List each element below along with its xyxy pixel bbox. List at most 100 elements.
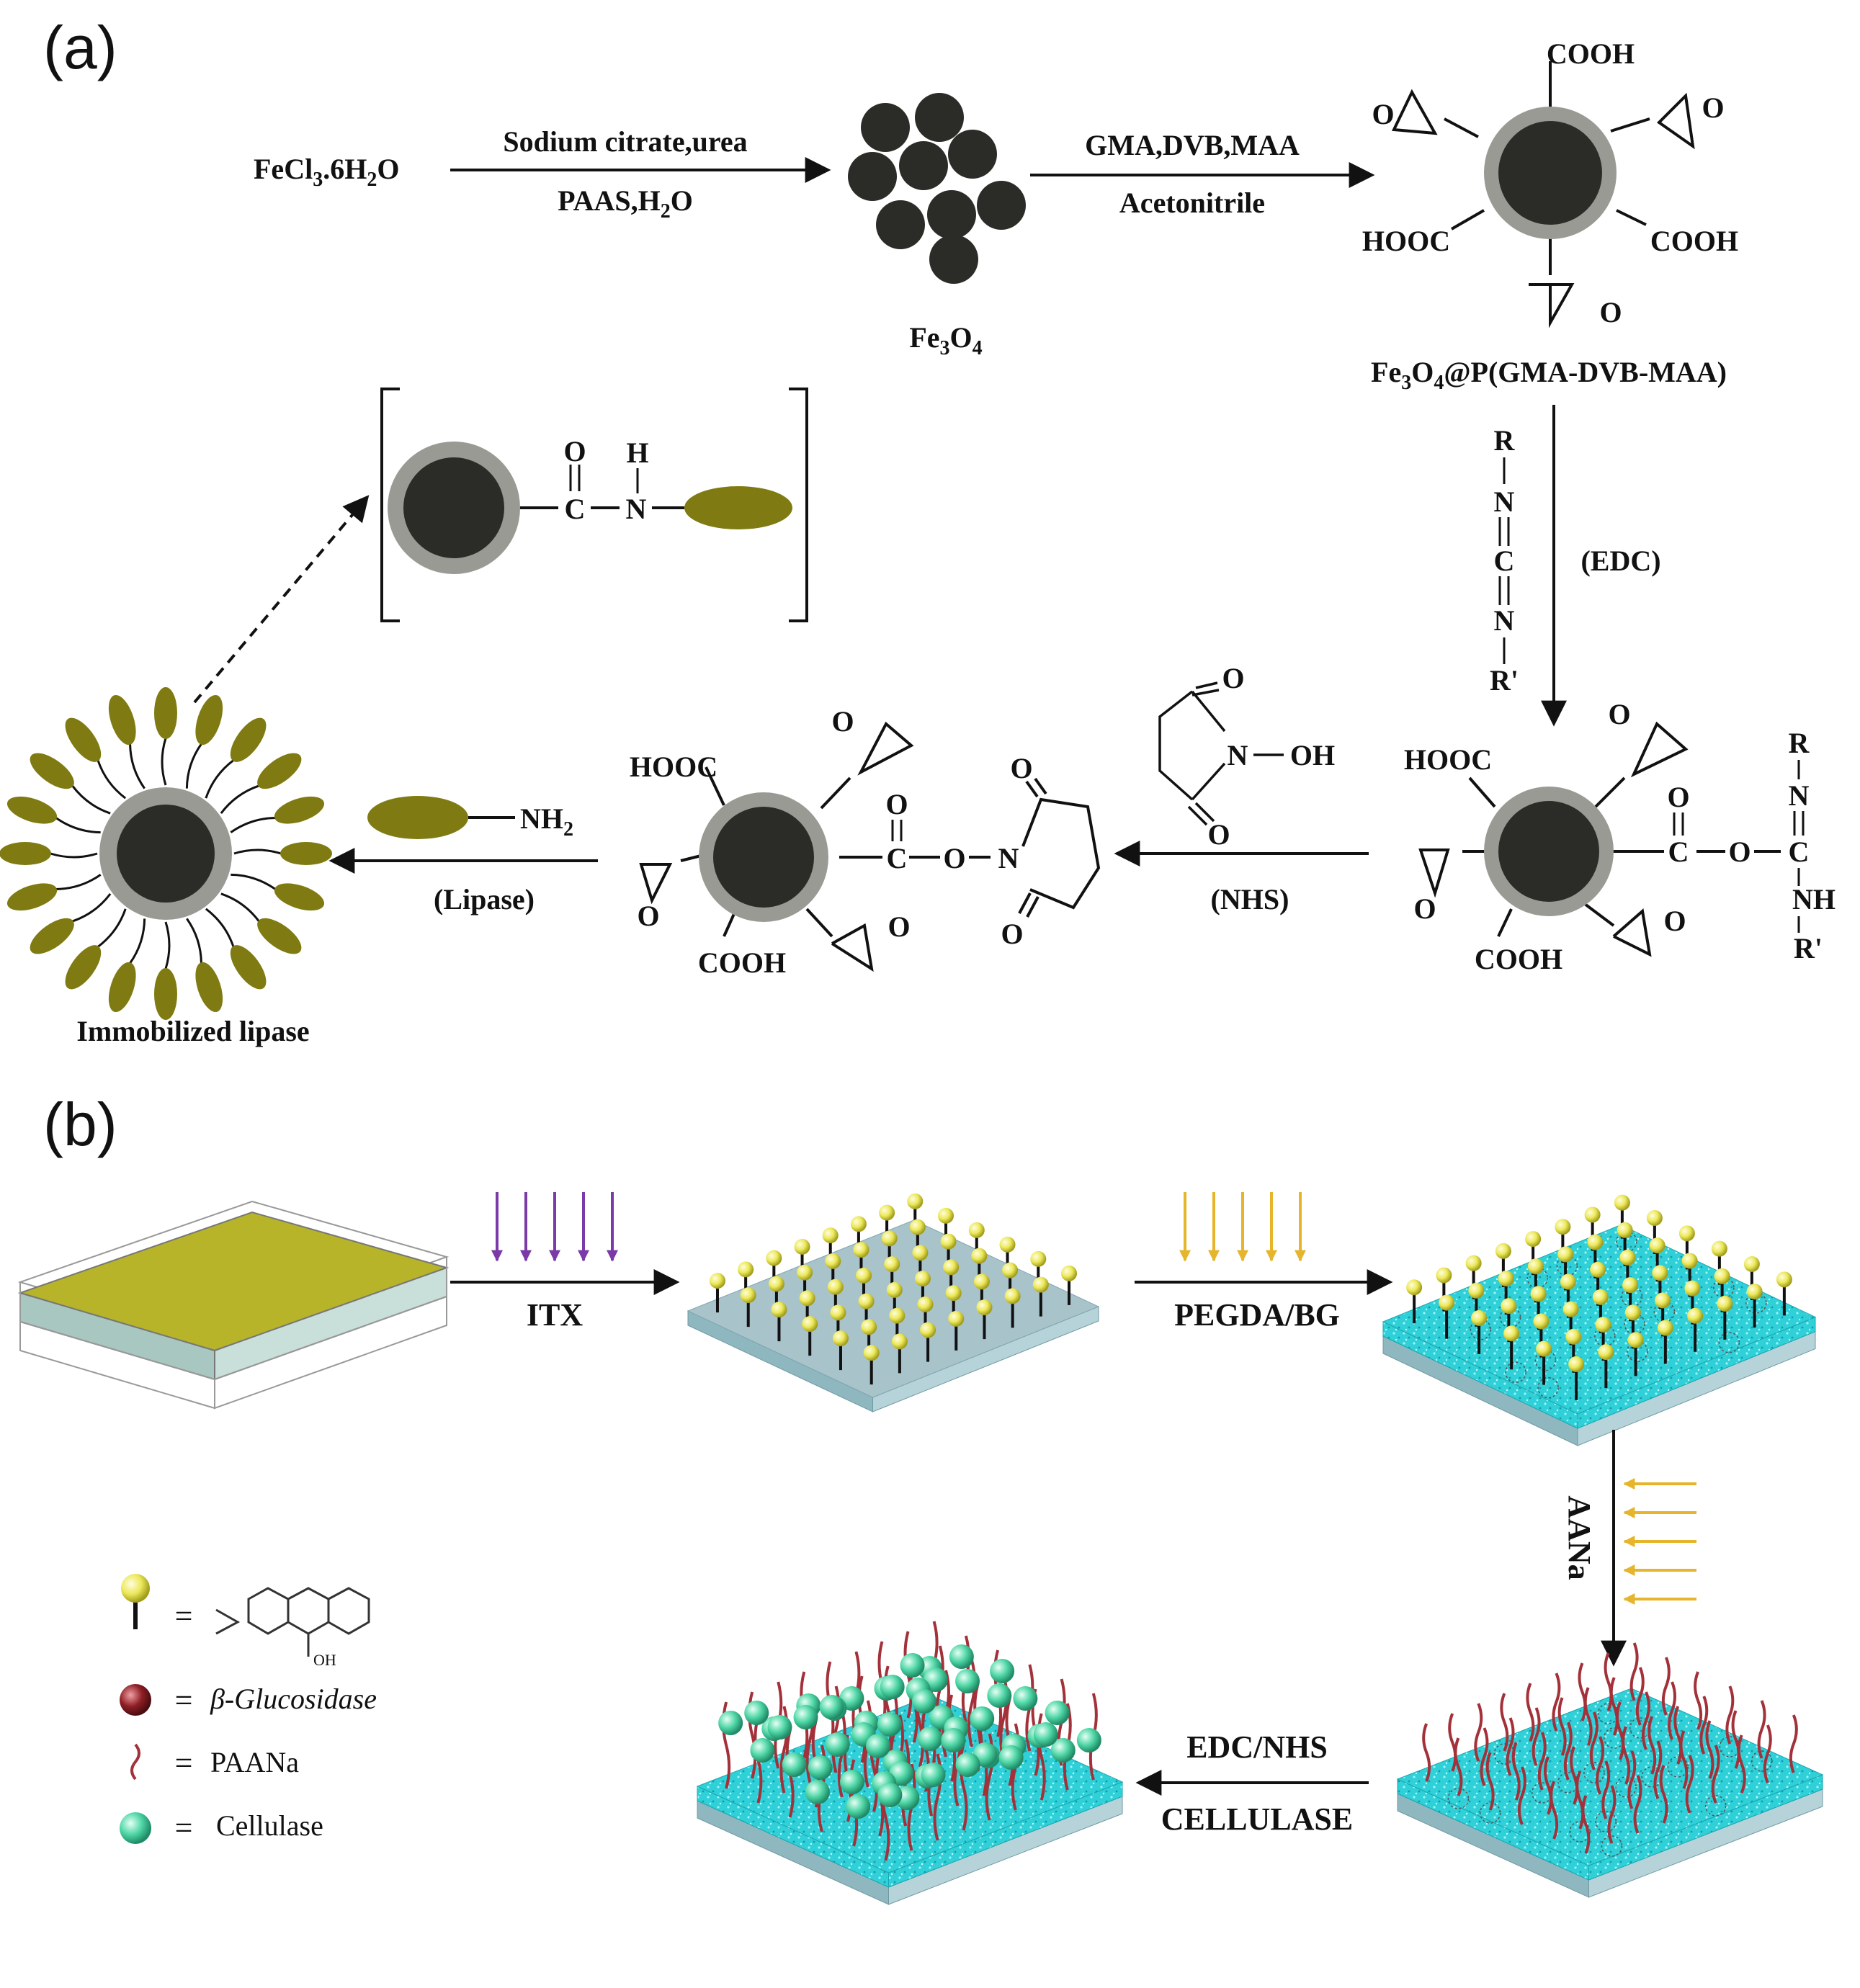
cellulase-step-label: CELLULASE — [1161, 1801, 1354, 1837]
paana-chain — [1659, 1765, 1668, 1824]
linker-chain — [161, 738, 167, 786]
p2-c: C — [1668, 836, 1689, 868]
glucosidase-pocket — [1569, 1821, 1591, 1843]
paana-chain — [1604, 1652, 1613, 1711]
p2-hooc: HOOC — [1404, 743, 1492, 776]
cellulase-sphere — [808, 1755, 833, 1780]
panel-b-label: (b) — [43, 1091, 117, 1158]
itx-sphere — [1530, 1286, 1547, 1302]
uv-arrows-itx — [491, 1192, 618, 1262]
cellulase-sphere — [839, 1770, 864, 1794]
itx-sphere — [709, 1273, 725, 1289]
linker-chain — [205, 908, 235, 947]
cellulase-sphere — [955, 1669, 980, 1693]
p3-ester-o: O — [943, 842, 965, 874]
paana-chain — [1543, 1756, 1552, 1815]
itx-sphere — [1498, 1271, 1514, 1286]
glucosidase-pocket — [1583, 1762, 1605, 1783]
svg-text:R': R' — [1490, 664, 1519, 697]
svg-text:N: N — [1494, 485, 1515, 518]
legend-eq-0: = — [175, 1598, 193, 1634]
itx-sphere — [1649, 1237, 1665, 1254]
cellulase-sphere — [846, 1794, 871, 1819]
cellulase-sphere — [990, 1659, 1015, 1683]
paana-chain — [1422, 1723, 1431, 1782]
itx-label: ITX — [527, 1297, 583, 1333]
itx-sphere — [797, 1264, 813, 1281]
lipase-ellipse — [65, 717, 102, 762]
itx-sphere — [909, 1219, 926, 1235]
amide-bond-inset — [380, 388, 808, 622]
p3-o-left: O — [637, 900, 659, 932]
glucosidase-pocket — [1624, 1313, 1645, 1335]
itx-sphere — [771, 1302, 787, 1318]
paana-chain — [1685, 1755, 1694, 1814]
itx-sphere — [1624, 1304, 1641, 1321]
p3-carbonyl-o: O — [885, 788, 908, 820]
p1-o2: O — [1702, 91, 1724, 124]
itx-sphere — [940, 1233, 957, 1250]
itx-sphere — [1032, 1276, 1049, 1293]
fe3o4-cluster — [848, 93, 1026, 284]
lipase-ellipse — [30, 918, 74, 954]
paana-chain — [1581, 1795, 1591, 1854]
itx-sphere — [853, 1242, 869, 1258]
glucosidase-pocket — [1537, 1376, 1559, 1399]
cellulase-sphere — [877, 1712, 902, 1737]
lipase-ellipse — [195, 694, 223, 746]
p2-isourea: R N C NH R' — [1789, 727, 1836, 964]
p3-hooc: HOOC — [630, 751, 717, 783]
nhs-oh: OH — [1290, 739, 1335, 771]
particle-1-core — [1498, 121, 1602, 225]
lipase-ellipse — [65, 945, 102, 990]
legend-cellulase: Cellulase — [216, 1809, 323, 1842]
itx-sphere — [830, 1304, 846, 1321]
p2-o-top: O — [1608, 698, 1630, 730]
particle-3-core — [713, 807, 814, 908]
cellulase-sphere — [825, 1732, 850, 1757]
itx-sphere — [971, 1248, 988, 1264]
itx-sphere — [740, 1287, 756, 1304]
glucosidase-pocket — [1745, 1292, 1767, 1314]
itx-sphere — [1533, 1313, 1550, 1330]
itx-sphere — [1746, 1284, 1763, 1300]
itx-sphere — [1436, 1267, 1452, 1284]
lipase-ellipse — [6, 796, 58, 824]
lipase-ellipse — [280, 842, 332, 865]
paana-chain — [1607, 1785, 1617, 1844]
particle-3-arms — [639, 721, 1101, 972]
itx-sphere — [1681, 1253, 1698, 1269]
paana-chain — [1635, 1667, 1645, 1726]
paana-chain — [1570, 1746, 1579, 1805]
paana-chain — [1601, 1760, 1611, 1819]
legend-paana: PAANa — [210, 1746, 299, 1778]
glucosidase-pocket — [1470, 1319, 1492, 1340]
lipase-enzyme — [367, 796, 468, 839]
itx-sphere — [881, 1230, 898, 1247]
inset-o: O — [563, 435, 586, 467]
glucosidase-pocket — [1479, 1802, 1501, 1824]
p3-c: C — [887, 842, 908, 874]
itx-sphere — [1471, 1309, 1488, 1326]
paana-chain — [1757, 1700, 1766, 1759]
paana-chain — [1653, 1740, 1663, 1799]
paana-chain — [1725, 1685, 1735, 1745]
glucosidase-pocket — [1713, 1276, 1735, 1299]
itx-sphere — [861, 1319, 877, 1335]
itx-sphere — [827, 1279, 844, 1295]
itx-sphere — [822, 1227, 839, 1244]
p2-o-right: O — [1663, 905, 1686, 937]
itx-sphere — [1687, 1307, 1704, 1324]
itx-sphere — [1030, 1250, 1047, 1267]
itx-sphere — [973, 1273, 990, 1290]
linker-chain — [129, 743, 146, 789]
immobilized-core — [117, 805, 215, 903]
p3-o-right: O — [887, 910, 910, 943]
dashed-arrow — [193, 495, 370, 704]
lipase-ellipse — [154, 687, 177, 739]
edc-structure: R N C N R' — [1490, 424, 1519, 697]
paana-chain — [1557, 1697, 1567, 1756]
legend-oh: OH — [313, 1651, 336, 1669]
paana-chain — [1480, 1727, 1489, 1786]
itx-sphere — [1555, 1219, 1571, 1235]
